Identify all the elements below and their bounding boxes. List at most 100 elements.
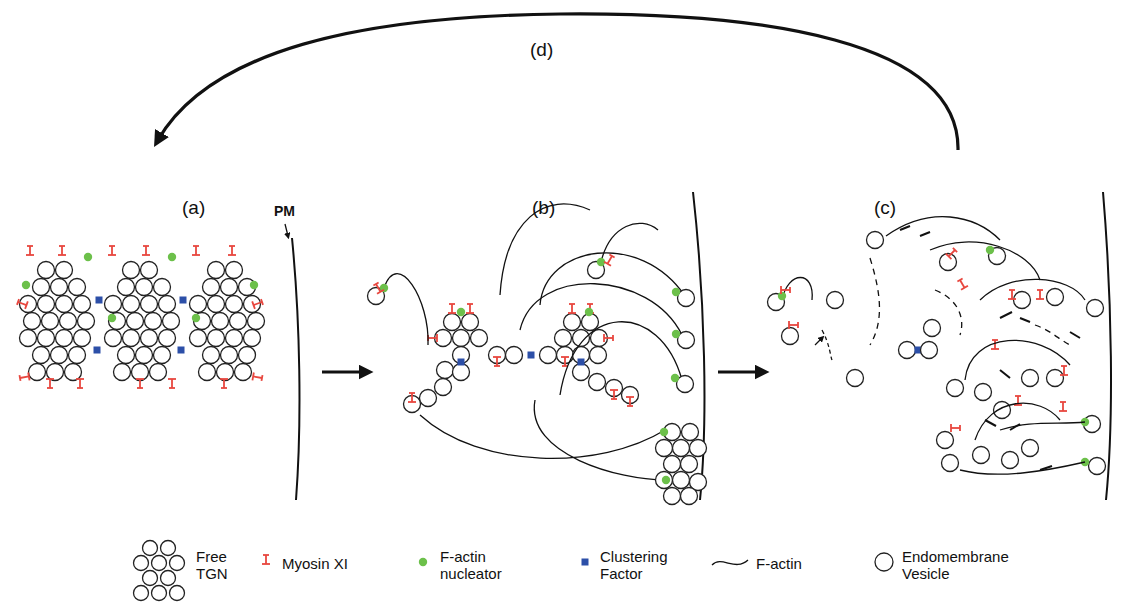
- f-actin-fragment: [870, 258, 879, 345]
- f-actin: [886, 217, 1000, 240]
- myosin-symbol: [568, 304, 576, 313]
- vesicle: [573, 330, 590, 347]
- vesicle: [69, 347, 86, 364]
- myosin-symbol: [604, 254, 615, 266]
- myosin-symbol: [373, 282, 384, 294]
- myosin-symbol: [604, 334, 613, 342]
- plasma-membrane: [292, 238, 299, 500]
- clustering-factor: [458, 359, 465, 366]
- f-actin-fragment: [1035, 325, 1070, 345]
- vesicle: [226, 262, 243, 279]
- vesicle: [1002, 452, 1019, 469]
- vesicle: [682, 424, 699, 441]
- vesicle: [589, 374, 606, 391]
- vesicle: [235, 364, 252, 381]
- vesicle: [226, 296, 243, 313]
- vesicle: [109, 313, 126, 330]
- vesicle: [244, 330, 261, 347]
- vesicle: [942, 455, 959, 472]
- vesicle: [118, 279, 135, 296]
- f-actin-fragment: [900, 226, 910, 230]
- plasma-membrane: [1103, 192, 1111, 500]
- myosin-symbol: [168, 379, 176, 388]
- vesicle: [1087, 300, 1104, 317]
- vesicle: [190, 296, 207, 313]
- actin-nucleator: [778, 292, 786, 300]
- vesicle: [60, 313, 77, 330]
- vesicle: [221, 279, 238, 296]
- vesicle: [152, 556, 167, 571]
- vesicle: [56, 330, 73, 347]
- f-actin-fragment: [1010, 424, 1020, 430]
- vesicle: [143, 541, 158, 556]
- vesicle: [141, 330, 158, 347]
- vesicle: [1047, 370, 1064, 387]
- vesicle: [69, 279, 86, 296]
- vesicle: [437, 362, 454, 379]
- myosin-symbol: [957, 278, 968, 290]
- actin-nucleator: [22, 281, 30, 289]
- vesicle: [217, 364, 234, 381]
- vesicle: [239, 347, 256, 364]
- vesicle: [875, 553, 893, 571]
- vesicle: [973, 447, 990, 464]
- vesicle: [134, 556, 149, 571]
- vesicle: [163, 313, 180, 330]
- vesicle: [65, 364, 82, 381]
- actin-nucleator: [585, 308, 593, 316]
- myosin-symbol: [448, 304, 456, 313]
- vesicle: [105, 296, 122, 313]
- vesicle: [51, 279, 68, 296]
- actin-nucleator: [671, 374, 679, 382]
- panel-label: (d): [530, 40, 553, 61]
- f-actin: [965, 340, 1070, 380]
- vesicle: [212, 313, 229, 330]
- vesicle: [681, 456, 698, 473]
- vesicle: [56, 296, 73, 313]
- myosin-symbol: [1060, 366, 1068, 375]
- vesicle: [673, 440, 690, 457]
- vesicle: [420, 390, 437, 407]
- vesicle: [170, 586, 185, 601]
- vesicle: [74, 330, 91, 347]
- myosin-symbol: [136, 379, 144, 388]
- actin-nucleator: [660, 428, 668, 436]
- actin-nucleator: [192, 314, 200, 322]
- f-actin-fragment: [1020, 318, 1030, 322]
- f-actin: [540, 253, 685, 305]
- vesicle: [38, 296, 55, 313]
- f-actin-fragment: [815, 338, 822, 345]
- vesicle: [123, 262, 140, 279]
- vesicle: [29, 364, 46, 381]
- myosin-symbol: [781, 286, 790, 294]
- vesicle: [199, 364, 216, 381]
- vesicle: [170, 556, 185, 571]
- actin-nucleator: [457, 308, 465, 316]
- vesicle: [123, 330, 140, 347]
- myosin-symbol: [1059, 402, 1067, 411]
- vesicle: [141, 296, 158, 313]
- vesicle: [118, 347, 135, 364]
- pm-pointer: [285, 224, 288, 236]
- vesicle: [1022, 440, 1039, 457]
- actin-nucleator: [168, 253, 176, 261]
- vesicle: [132, 364, 149, 381]
- vesicle: [656, 440, 673, 457]
- vesicle: [555, 330, 572, 347]
- actin-nucleator: [84, 253, 92, 261]
- myosin-symbol: [262, 555, 270, 564]
- vesicle: [453, 364, 470, 381]
- vesicle: [435, 330, 452, 347]
- vesicle: [921, 342, 938, 359]
- cycle-arrow: [158, 14, 958, 150]
- myosin-symbol: [58, 246, 66, 255]
- vesicle: [540, 347, 557, 364]
- vesicle: [190, 330, 207, 347]
- actin-nucleator: [108, 314, 116, 322]
- f-actin: [1000, 422, 1085, 430]
- myosin-symbol: [408, 393, 416, 402]
- vesicle: [20, 330, 37, 347]
- panel-label: (a): [182, 198, 205, 219]
- f-actin-fragment: [935, 290, 962, 335]
- myosin-symbol: [789, 321, 798, 329]
